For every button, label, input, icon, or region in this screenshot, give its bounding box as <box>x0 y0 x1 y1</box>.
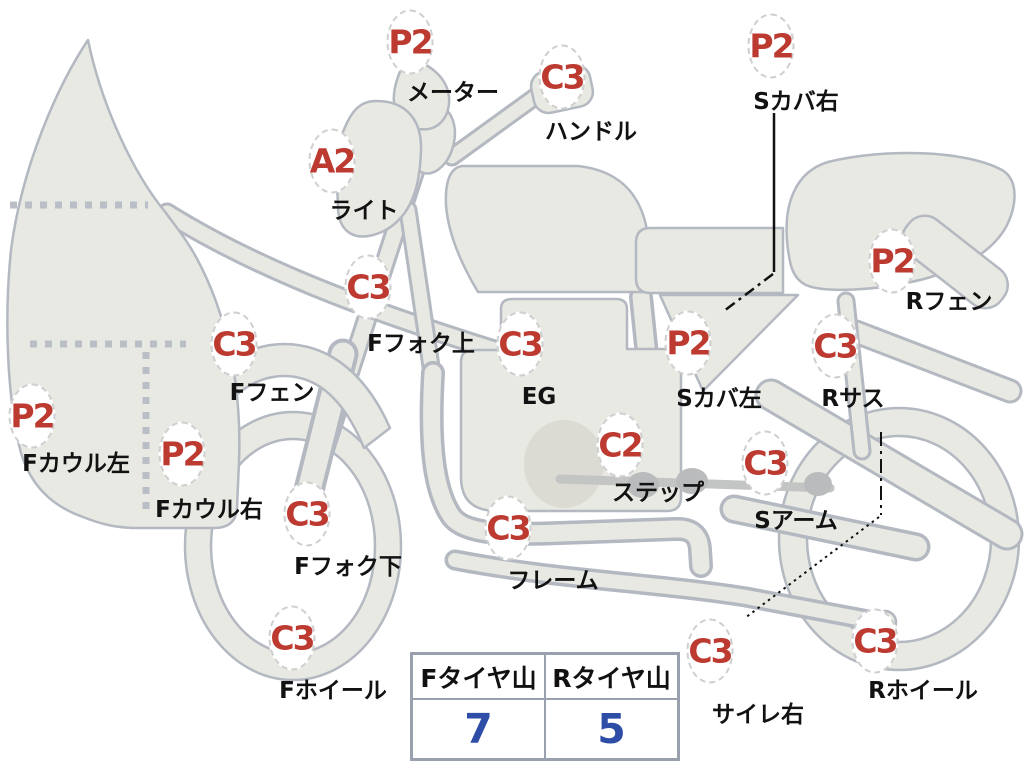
grade-code-meter: P2 <box>386 9 434 75</box>
grade-code-r-fender: P2 <box>868 228 916 294</box>
seat-shape <box>634 226 785 295</box>
part-name-f-fender: Fフェン <box>229 380 315 406</box>
part-name-s-cover-right: Sカバ右 <box>753 89 839 115</box>
step-bar-shape <box>555 468 835 498</box>
part-name-step: ステップ <box>612 480 704 506</box>
part-name-f-fork-upper: Fフォク上 <box>367 331 475 357</box>
part-name-engine: EG <box>521 384 557 410</box>
rear-tire-tread-header: Rタイヤ山 <box>544 652 680 700</box>
frame-tubes-shape <box>156 200 713 578</box>
part-name-r-suspension: Rサス <box>821 386 885 412</box>
tire-tread-table: Fタイヤ山 Rタイヤ山 7 5 <box>410 652 680 761</box>
grade-code-f-wheel: C3 <box>268 605 316 671</box>
part-name-f-wheel: Fホイール <box>279 678 387 704</box>
grade-code-step: C2 <box>596 412 644 478</box>
grade-code-f-fork-lower: C3 <box>283 481 331 547</box>
grade-code-r-wheel: C3 <box>851 608 899 674</box>
grade-code-frame: C3 <box>484 495 532 561</box>
part-name-meter: メーター <box>407 80 499 106</box>
fuel-tank-shape <box>444 164 650 294</box>
part-name-silencer-right: サイレ右 <box>712 702 804 728</box>
front-tire-tread-header: Fタイヤ山 <box>410 652 546 700</box>
grade-code-s-cover-left: P2 <box>664 310 712 376</box>
part-name-f-cowl-left: Fカウル左 <box>22 451 130 477</box>
grade-code-r-suspension: C3 <box>811 313 859 379</box>
grade-code-engine: C3 <box>496 311 544 377</box>
part-name-s-cover-left: Sカバ左 <box>676 386 762 412</box>
front-cowl-shape <box>6 38 241 530</box>
part-name-handle: ハンドル <box>545 119 637 145</box>
leader-line-s-cover-right <box>723 113 776 312</box>
part-name-r-wheel: Rホイール <box>868 678 978 704</box>
swingarm-shape <box>719 494 931 562</box>
rear-fender-shape <box>900 214 1010 310</box>
part-name-f-fork-lower: Fフォク下 <box>294 554 402 580</box>
grade-code-f-fender: C3 <box>210 311 258 377</box>
front-tire-tread-value: 7 <box>410 698 546 761</box>
grade-code-light: A2 <box>308 128 356 194</box>
leader-line-silencer-right <box>744 432 882 619</box>
grade-code-f-fork-upper: C3 <box>344 254 392 320</box>
part-name-light: ライト <box>329 198 399 224</box>
part-name-r-fender: Rフェン <box>905 289 993 315</box>
rear-tire-tread-value: 5 <box>544 698 680 761</box>
cowl-seam-lines <box>10 201 186 514</box>
part-name-frame: フレーム <box>507 568 599 594</box>
grade-code-silencer-right: C3 <box>686 618 734 684</box>
grade-code-s-cover-right: P2 <box>747 13 795 79</box>
rear-frame-shape <box>754 319 1024 551</box>
grade-code-f-cowl-left: P2 <box>8 383 56 449</box>
part-name-s-arm: Sアーム <box>754 508 838 534</box>
part-name-f-cowl-right: Fカウル右 <box>155 497 263 523</box>
grade-code-s-arm: C3 <box>741 430 789 496</box>
grade-code-handle: C3 <box>538 44 586 110</box>
grade-code-f-cowl-right: P2 <box>158 421 206 487</box>
